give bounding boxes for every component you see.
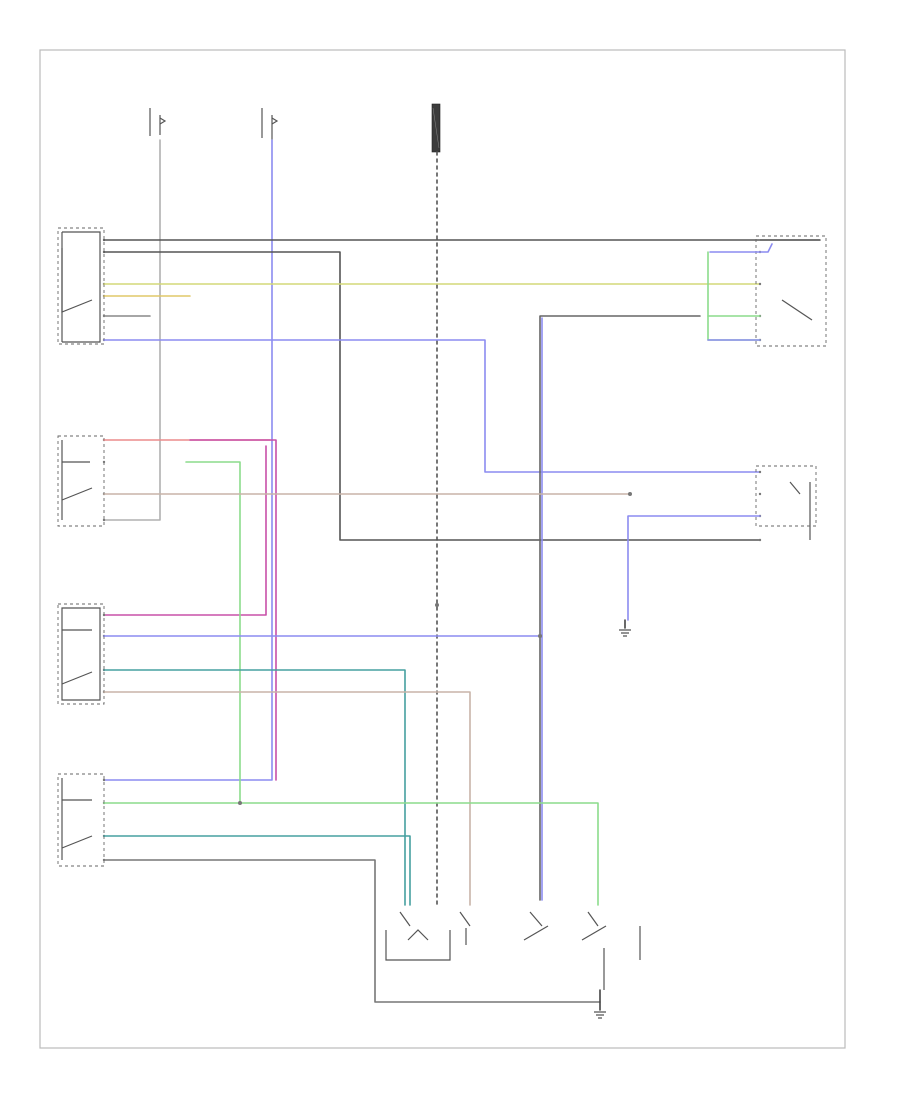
- wire-teal-lr: [103, 669, 406, 906]
- wire-magenta: [189, 439, 277, 781]
- splice-tan: [628, 492, 632, 496]
- power-window-relay: [385, 911, 471, 961]
- ground-symbol-lock: [619, 629, 631, 637]
- wire-magenta-b: [104, 445, 267, 616]
- wire-blue-top: [103, 339, 761, 473]
- wire-teal-rr: [103, 835, 411, 906]
- wire-blue-lock: [627, 515, 761, 621]
- wire-green-right: [707, 251, 761, 341]
- lock-switch: [523, 911, 641, 990]
- splice-green: [238, 801, 242, 805]
- diagram-frame: [39, 49, 846, 1049]
- wire-black-second: [103, 251, 761, 541]
- splice-black-main: [435, 603, 439, 607]
- wire-blue-feed: [104, 139, 273, 781]
- wire-green-seat: [185, 461, 241, 804]
- fuse-accessory: [261, 108, 279, 140]
- wire-green-rr: [103, 802, 599, 906]
- wire-gray-feed: [104, 139, 161, 521]
- wire-tan-lr: [103, 691, 471, 906]
- right-rear-switch: [57, 773, 106, 867]
- passenger-door-switch: [57, 227, 106, 345]
- wire-black-relay: [539, 315, 701, 901]
- fuse-hot-run: [149, 108, 167, 136]
- wire-blue-right-a: [709, 243, 773, 253]
- splice-blue: [538, 634, 542, 638]
- driver-door-lock: [755, 465, 817, 542]
- left-rear-switch: [57, 603, 106, 705]
- fuse-at-all-times: [431, 103, 441, 153]
- passenger-seat-switch: [57, 435, 106, 527]
- wire-black-rr: [103, 859, 601, 1003]
- ground-symbol-bottom: [594, 1011, 606, 1019]
